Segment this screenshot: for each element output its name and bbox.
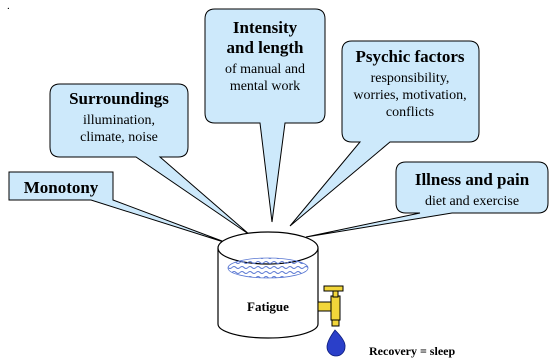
bubble-surroundings-text: Surroundings illumination, climate, noise bbox=[69, 89, 169, 145]
bubble-psychic-line: worries, motivation, bbox=[353, 88, 466, 103]
bubble-psychic-text: Psychic factors responsibility, worries, m… bbox=[353, 47, 466, 120]
water-drop-icon bbox=[326, 329, 346, 357]
bubble-psychic-line: conflicts bbox=[386, 105, 434, 120]
barrel-water bbox=[227, 257, 309, 279]
bubble-surroundings-line: Surroundings bbox=[69, 89, 169, 108]
tap-handle bbox=[323, 285, 344, 292]
bubble-intensity-shape bbox=[204, 8, 326, 223]
bubble-psychic-shape bbox=[289, 40, 480, 227]
bubble-illness-shape bbox=[305, 161, 549, 238]
tap-valve-body bbox=[330, 295, 341, 321]
bubble-illness-line: diet and exercise bbox=[425, 194, 519, 209]
bubble-monotony-line: Monotony bbox=[24, 178, 99, 197]
bubble-psychic-line: Psychic factors bbox=[355, 47, 464, 66]
tap-spout bbox=[331, 319, 340, 327]
bubble-monotony-text: Monotony bbox=[24, 178, 99, 197]
bubble-surroundings: Surroundings illumination, climate, noise bbox=[49, 83, 251, 236]
bubble-intensity-line: mental work bbox=[230, 79, 300, 94]
outflow-label: Recovery = sleep bbox=[369, 344, 455, 358]
bubble-intensity-line: Intensity bbox=[233, 18, 298, 37]
bubble-illness-text: Illness and pain diet and exercise bbox=[415, 170, 530, 209]
bubble-surroundings-line: climate, noise bbox=[80, 130, 158, 145]
bubble-monotony: Monotony bbox=[8, 171, 231, 245]
bubble-intensity-line: of manual and bbox=[225, 62, 305, 77]
bubble-intensity-line: and length bbox=[227, 38, 305, 57]
bubble-illness: Illness and pain diet and exercise bbox=[305, 161, 549, 238]
barrel-label: Fatigue bbox=[247, 299, 289, 314]
tap bbox=[317, 285, 344, 327]
bubble-psychic-line: responsibility, bbox=[371, 71, 450, 86]
bubble-psychic: Psychic factors responsibility, worries, m… bbox=[289, 40, 480, 227]
bubble-illness-line: Illness and pain bbox=[415, 170, 530, 189]
bubble-surroundings-line: illumination, bbox=[83, 113, 155, 128]
bubble-surroundings-shape bbox=[49, 83, 251, 236]
corner-mark: . bbox=[7, 0, 10, 12]
fatigue-barrel: Fatigue bbox=[217, 231, 319, 339]
